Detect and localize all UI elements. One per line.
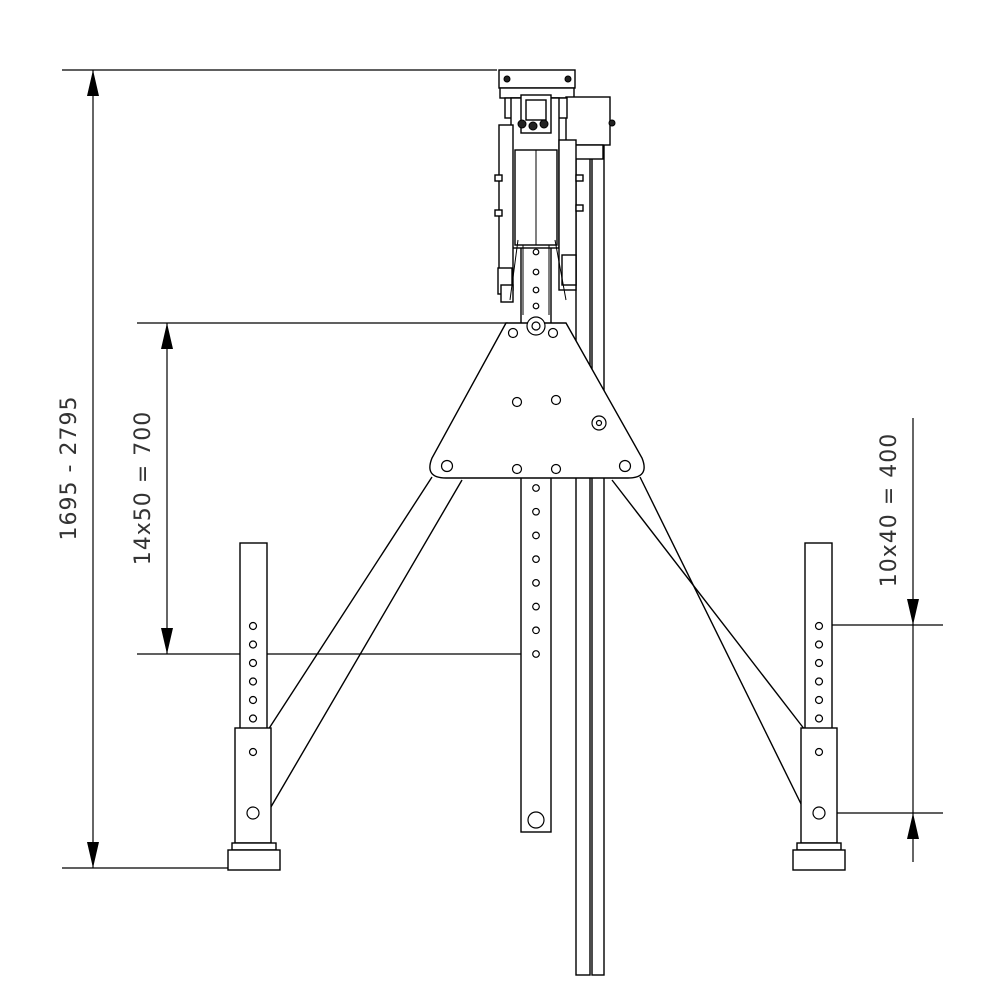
adjustment-hole	[248, 640, 258, 649]
adjustment-hole	[532, 484, 540, 492]
adjustment-hole	[532, 578, 540, 587]
adjustment-hole	[814, 714, 824, 723]
leg-hole-pitch-label: 10x40 = 400	[877, 433, 902, 587]
adjustment-hole	[814, 658, 824, 668]
adjustment-hole	[532, 602, 540, 611]
left-leg	[227, 542, 281, 871]
guide-rails	[575, 144, 605, 976]
adjustment-hole	[248, 695, 258, 705]
adjustment-hole	[248, 677, 258, 686]
mast-bottom-hole	[527, 811, 545, 829]
leg-hole-pitch-dimension: 10x40 = 400	[822, 418, 943, 862]
right-leg	[792, 542, 846, 871]
adjustment-hole	[532, 507, 540, 516]
top-head-assembly	[494, 69, 616, 315]
triangular-mount-plate	[429, 316, 645, 479]
adjustment-hole	[532, 555, 540, 564]
left-leg-holes	[248, 621, 258, 723]
adjustment-hole	[248, 714, 258, 723]
overall-height-label: 1695 - 2795	[57, 396, 82, 541]
mast-hole-pitch-label: 14x50 = 700	[131, 411, 156, 565]
left-leg-brace	[267, 476, 463, 813]
adjustment-hole	[248, 658, 258, 668]
mast-holes	[532, 484, 540, 658]
adjustment-hole	[532, 531, 540, 540]
adjustment-hole	[814, 640, 824, 649]
adjustment-hole	[532, 626, 540, 635]
adjustment-hole	[814, 621, 824, 631]
adjustment-hole	[814, 677, 824, 686]
right-leg-brace	[611, 476, 806, 813]
mast-hole-pitch-dimension: 14x50 = 700	[131, 322, 533, 655]
adjustment-hole	[248, 621, 258, 631]
adjustment-hole	[532, 650, 540, 658]
right-leg-holes	[814, 621, 824, 723]
adjustment-hole	[814, 695, 824, 705]
overall-height-dimension: 1695 - 2795	[57, 69, 497, 869]
